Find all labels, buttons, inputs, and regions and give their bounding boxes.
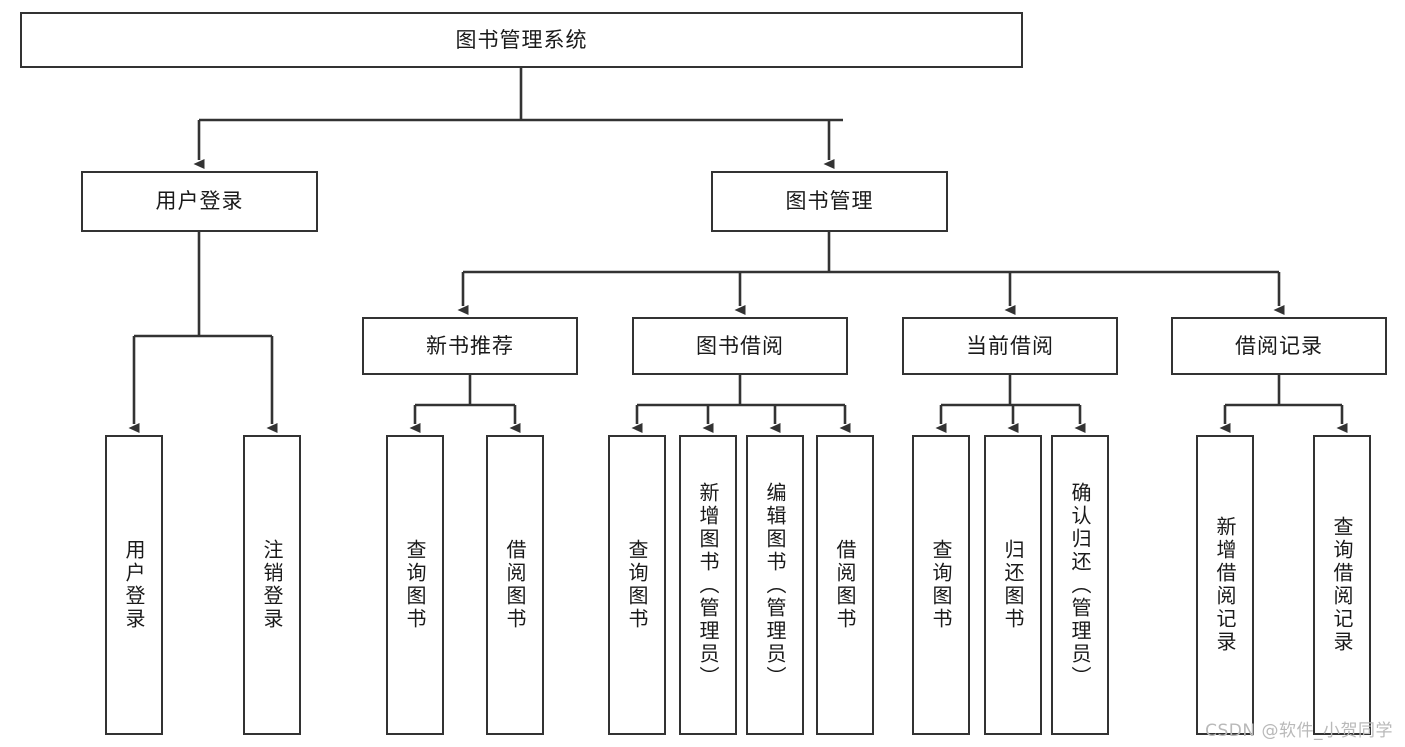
node-leaf-edit-book[interactable]: 编辑图书（管理员） xyxy=(746,435,804,735)
node-label: 查询图书 xyxy=(403,539,427,631)
node-leaf-confirm-return[interactable]: 确认归还（管理员） xyxy=(1051,435,1109,735)
node-leaf-add-book[interactable]: 新增图书（管理员） xyxy=(679,435,737,735)
node-leaf-query-book-current[interactable]: 查询图书 xyxy=(912,435,970,735)
node-label: 新书推荐 xyxy=(426,333,514,358)
edges-user-login xyxy=(128,232,278,433)
watermark: CSDN @软件_小贺同学 xyxy=(1205,721,1393,741)
node-book-manage[interactable]: 图书管理 xyxy=(711,171,948,232)
node-borrow-record[interactable]: 借阅记录 xyxy=(1171,317,1387,375)
node-label: 借阅图书 xyxy=(833,539,857,631)
node-leaf-user-login[interactable]: 用户登录 xyxy=(105,435,163,735)
node-label: 编辑图书（管理员） xyxy=(763,481,787,689)
node-leaf-query-book-rec[interactable]: 查询图书 xyxy=(386,435,444,735)
node-label: 归还图书 xyxy=(1001,539,1025,631)
node-leaf-logout[interactable]: 注销登录 xyxy=(243,435,301,735)
edges-new-book-rec xyxy=(409,375,521,433)
node-label: 新增借阅记录 xyxy=(1213,516,1237,654)
node-leaf-borrow-book[interactable]: 借阅图书 xyxy=(816,435,874,735)
node-book-borrow[interactable]: 图书借阅 xyxy=(632,317,848,375)
node-leaf-add-record[interactable]: 新增借阅记录 xyxy=(1196,435,1254,735)
node-leaf-borrow-book-rec[interactable]: 借阅图书 xyxy=(486,435,544,735)
edges-book-manage xyxy=(457,232,1285,315)
node-leaf-query-record[interactable]: 查询借阅记录 xyxy=(1313,435,1371,735)
node-leaf-return-book[interactable]: 归还图书 xyxy=(984,435,1042,735)
node-label: 图书借阅 xyxy=(696,333,784,358)
node-root-system[interactable]: 图书管理系统 xyxy=(20,12,1023,68)
node-new-book-rec[interactable]: 新书推荐 xyxy=(362,317,578,375)
edges-root xyxy=(193,68,843,169)
node-label: 注销登录 xyxy=(260,539,284,631)
node-label: 新增图书（管理员） xyxy=(696,481,720,689)
node-label: 确认归还（管理员） xyxy=(1068,481,1092,689)
node-label: 用户登录 xyxy=(155,189,244,214)
edges-book-borrow xyxy=(631,375,851,433)
node-label: 用户登录 xyxy=(122,539,146,631)
node-label: 借阅记录 xyxy=(1235,333,1323,358)
node-current-borrow[interactable]: 当前借阅 xyxy=(902,317,1118,375)
edges-borrow-record xyxy=(1219,375,1348,433)
node-label: 查询图书 xyxy=(929,539,953,631)
node-label: 图书管理系统 xyxy=(455,27,588,52)
node-label: 当前借阅 xyxy=(966,333,1054,358)
node-label: 查询借阅记录 xyxy=(1330,516,1354,654)
node-leaf-query-book-borrow[interactable]: 查询图书 xyxy=(608,435,666,735)
node-label: 借阅图书 xyxy=(503,539,527,631)
node-label: 查询图书 xyxy=(625,539,649,631)
edges-current-borrow xyxy=(935,375,1086,433)
node-user-login[interactable]: 用户登录 xyxy=(81,171,318,232)
node-label: 图书管理 xyxy=(785,189,874,214)
